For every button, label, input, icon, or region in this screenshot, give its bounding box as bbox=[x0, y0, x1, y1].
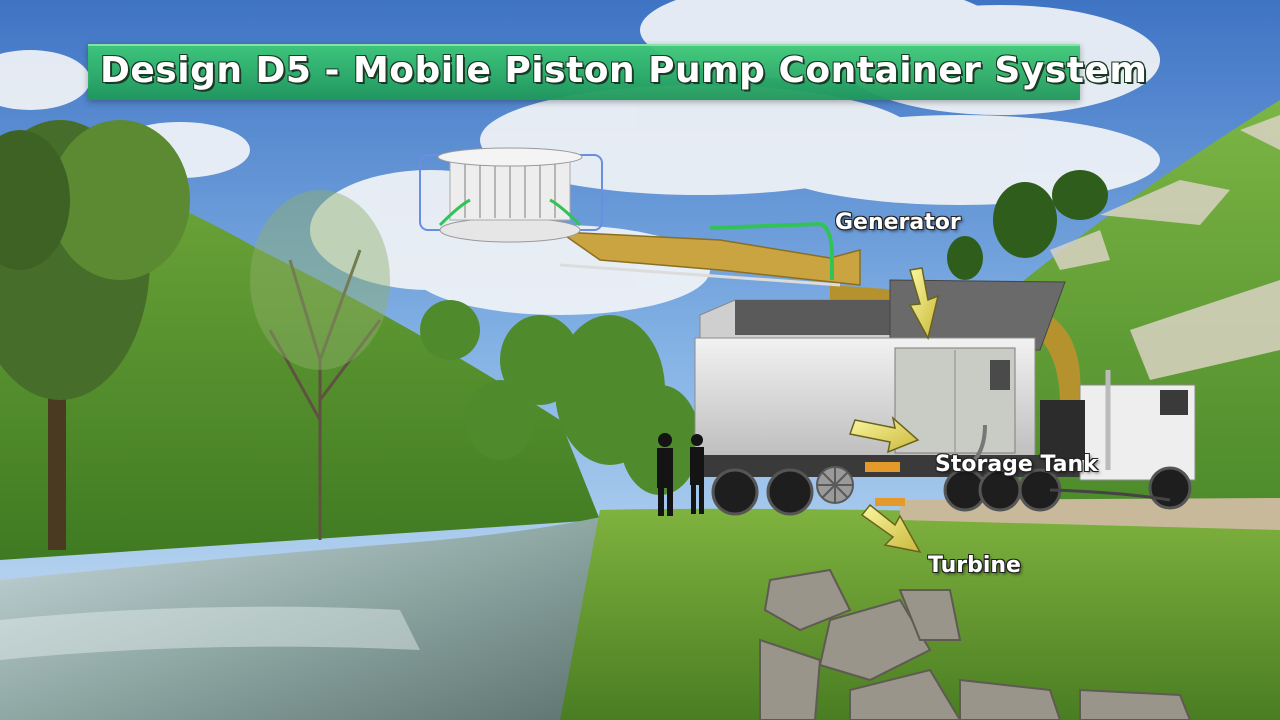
storage-tank-label: Storage Tank bbox=[935, 452, 1098, 477]
title-banner bbox=[88, 44, 1080, 100]
turbine-label: Turbine bbox=[928, 553, 1021, 578]
rotor-unit bbox=[419, 147, 603, 243]
generator-label: Generator bbox=[835, 210, 961, 235]
left-tree bbox=[0, 120, 190, 550]
people-silhouettes bbox=[657, 433, 704, 516]
page-title: Design D5 - Mobile Piston Pump Container… bbox=[100, 50, 1148, 91]
callout-arrows bbox=[849, 267, 940, 554]
right-trees bbox=[947, 170, 1108, 280]
river bbox=[0, 515, 610, 720]
bare-tree bbox=[268, 249, 382, 540]
generator-arrow-icon bbox=[908, 267, 940, 341]
cliff-rocks bbox=[1050, 115, 1280, 380]
foreground-rocks bbox=[759, 568, 1192, 720]
storage-tank-arrow-icon bbox=[849, 415, 920, 454]
turbine-arrow-icon bbox=[860, 503, 922, 554]
container-truck bbox=[690, 279, 1196, 516]
